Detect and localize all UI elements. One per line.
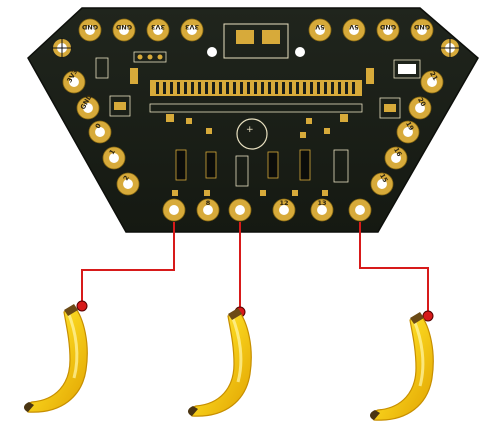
left-pad-0: 3V3	[62, 68, 86, 94]
right-pad-3-label: 16	[392, 146, 404, 158]
top-pad-1-hole	[119, 25, 129, 35]
bottom-pad-4-label: 13	[317, 199, 326, 207]
banana-right	[368, 310, 435, 422]
top-pad-4-hole	[315, 25, 325, 35]
bottom-pad-1: 8	[196, 198, 220, 222]
right-pad-2-hole	[403, 127, 413, 137]
banana-left	[22, 302, 89, 414]
top-pad-1: GND	[112, 18, 136, 42]
bottom-pad-1-hole	[203, 205, 213, 215]
left-pin-header	[133, 51, 167, 63]
right-pad-0-hole	[427, 77, 437, 87]
top-pad-6: GND	[376, 18, 400, 42]
wire-left	[81, 222, 175, 304]
svg-text:+: +	[246, 125, 254, 135]
right-pad-1-label: 20	[416, 96, 428, 108]
bottom-pad-4: 13	[310, 198, 334, 222]
buzzer: +	[236, 118, 268, 150]
header-pin-row	[149, 103, 363, 113]
right-components	[366, 59, 421, 119]
bottom-pad-4-hole	[317, 205, 327, 215]
top-pad-3-hole	[187, 25, 197, 35]
bottom-pad-3-label: 12	[279, 199, 288, 207]
right-pad-4-label: 15	[378, 172, 390, 184]
top-pad-2-label: 3V3	[151, 23, 165, 31]
left-pad-1: GND	[76, 92, 100, 120]
mounting-hole-left	[52, 38, 72, 58]
bottom-pad-0	[162, 198, 186, 222]
bottom-pad-3-hole	[279, 205, 289, 215]
mounting-hole-right	[440, 38, 460, 58]
top-pad-2: 3V3	[146, 18, 170, 42]
top-switch	[207, 23, 305, 59]
left-pad-3-hole	[109, 153, 119, 163]
top-pad-0: GND	[78, 18, 102, 42]
bottom-pad-2-hole	[235, 205, 245, 215]
pcb-board: + GNDGND3V33V35V5VGNDGND3V3GND0122120191…	[27, 7, 479, 233]
bottom-pad-1-label: 8	[206, 199, 211, 207]
left-pad-4: 2	[116, 172, 140, 196]
top-pad-4: 5V	[308, 18, 332, 42]
bottom-pad-5	[348, 198, 372, 222]
edge-connector	[150, 80, 362, 96]
smd-pads	[166, 114, 348, 196]
top-pad-0-label: GND	[81, 23, 98, 31]
bottom-pad-0-hole	[169, 205, 179, 215]
right-pad-3-hole	[391, 153, 401, 163]
right-pad-1: 20	[408, 96, 432, 120]
wires	[81, 222, 429, 314]
top-pad-2-hole	[153, 25, 163, 35]
wire-right	[359, 222, 429, 314]
left-pad-1-hole	[83, 103, 93, 113]
top-pad-5-hole	[349, 25, 359, 35]
top-pad-6-label: GND	[379, 23, 396, 31]
left-components	[95, 57, 138, 117]
left-pad-2: 0	[88, 120, 112, 144]
top-pad-3-label: 3V3	[185, 23, 199, 31]
top-pad-1-label: GND	[115, 23, 132, 31]
left-pad-3: 1	[102, 146, 126, 170]
right-pad-2-label: 19	[404, 120, 416, 132]
top-pad-5-label: 5V	[349, 23, 359, 31]
left-pad-4-hole	[123, 179, 133, 189]
top-pad-5: 5V	[342, 18, 366, 42]
right-pad-1-hole	[415, 103, 425, 113]
left-pad-3-label: 1	[108, 148, 117, 156]
top-pad-7: GND	[410, 18, 434, 42]
right-pad-0-label: 21	[428, 70, 440, 82]
clips	[76, 300, 434, 322]
top-pad-6-hole	[383, 25, 393, 35]
right-pad-0: 21	[420, 70, 444, 94]
right-pad-4-hole	[377, 179, 387, 189]
ic-chips	[175, 149, 349, 187]
clip-left	[76, 300, 88, 312]
top-pad-7-label: GND	[413, 23, 430, 31]
right-pad-4: 15	[370, 172, 394, 196]
bottom-pad-2	[228, 198, 252, 222]
right-pad-2: 19	[396, 120, 420, 144]
left-pad-4-label: 2	[122, 174, 131, 182]
bottom-pad-3: 12	[272, 198, 296, 222]
left-pad-2-hole	[95, 127, 105, 137]
left-pad-2-label: 0	[94, 122, 103, 130]
left-pad-0-hole	[69, 77, 79, 87]
clip-right	[422, 310, 434, 322]
banana-middle	[186, 306, 253, 418]
top-pad-7-hole	[417, 25, 427, 35]
top-pad-3: 3V3	[180, 18, 204, 42]
top-pad-4-label: 5V	[315, 23, 325, 31]
bottom-pad-5-hole	[355, 205, 365, 215]
right-pad-3: 16	[384, 146, 408, 170]
top-pad-0-hole	[85, 25, 95, 35]
